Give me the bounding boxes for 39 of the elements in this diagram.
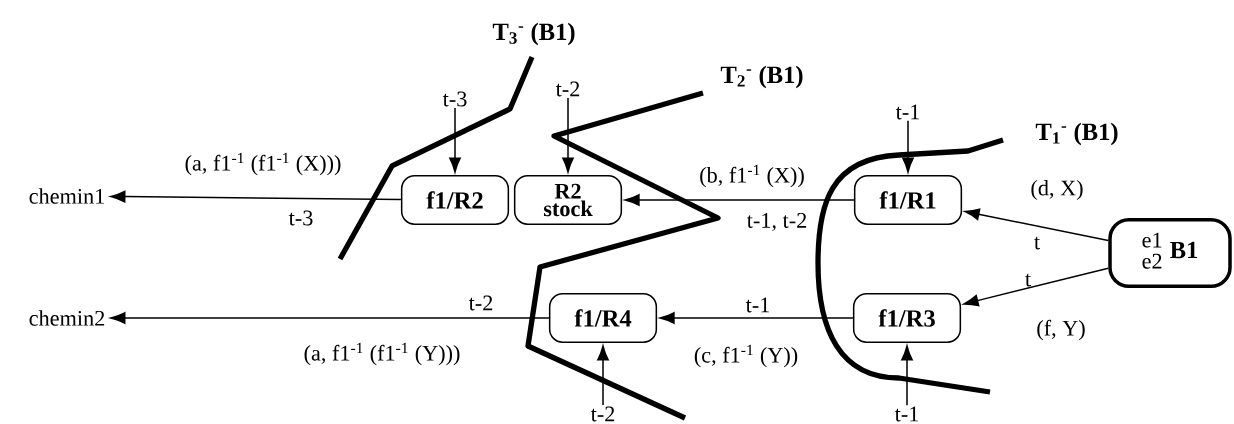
time-label: t-3 xyxy=(442,91,467,107)
edge-label: (d, X) xyxy=(1031,179,1083,201)
arrow xyxy=(902,120,914,173)
time-label: t-1 xyxy=(745,297,770,313)
arrow xyxy=(562,97,574,173)
arrow xyxy=(449,107,461,173)
process-box: f1/R2 xyxy=(400,175,510,225)
edge-label: (b, f1$^{-1}$ (X)) xyxy=(700,164,804,188)
time-label: t xyxy=(1025,273,1031,287)
time-label: t-2 xyxy=(590,406,615,422)
source-box: e1 e2 B1 xyxy=(1108,217,1232,289)
edge-label: (f, Y) xyxy=(1037,319,1085,341)
arrow xyxy=(597,345,609,406)
time-label: t xyxy=(1034,236,1040,250)
arrow xyxy=(624,194,855,206)
edge-label: (c, f1$^{-1}$ (Y)) xyxy=(694,344,798,368)
time-label: t-1, t-2 xyxy=(746,212,807,232)
arrow xyxy=(110,190,402,203)
process-box: f1/R1 xyxy=(853,175,963,225)
time-label: t-1 xyxy=(894,406,919,422)
endpoint-label: chemin1 xyxy=(29,188,104,204)
process-box: f1/R3 xyxy=(852,293,962,343)
arrow xyxy=(659,312,854,324)
arrow xyxy=(110,312,550,324)
boundary-label: T$_{2}$$^{-}$ (B1) xyxy=(720,65,803,89)
stock-box: R2 stock xyxy=(513,175,623,225)
arrow xyxy=(901,345,913,406)
time-label: t-2 xyxy=(555,81,580,97)
arrow xyxy=(963,267,1109,307)
time-label: t-2 xyxy=(468,295,493,311)
process-box: f1/R4 xyxy=(548,293,658,343)
arrow xyxy=(964,208,1109,242)
time-label: t-1 xyxy=(895,104,920,120)
endpoint-label: chemin2 xyxy=(29,310,105,326)
edge-label: (a, f1$^{-1}$ (f1$^{-1}$ (X))) xyxy=(185,152,341,176)
edge-label: (a, f1$^{-1}$ (f1$^{-1}$ (Y))) xyxy=(304,342,460,366)
boundary-label: T$_{3}$$^{-}$ (B1) xyxy=(492,22,575,46)
boundary-label: T$_{1}$$^{-}$ (B1) xyxy=(1035,122,1118,146)
time-label: t-3 xyxy=(288,210,313,226)
